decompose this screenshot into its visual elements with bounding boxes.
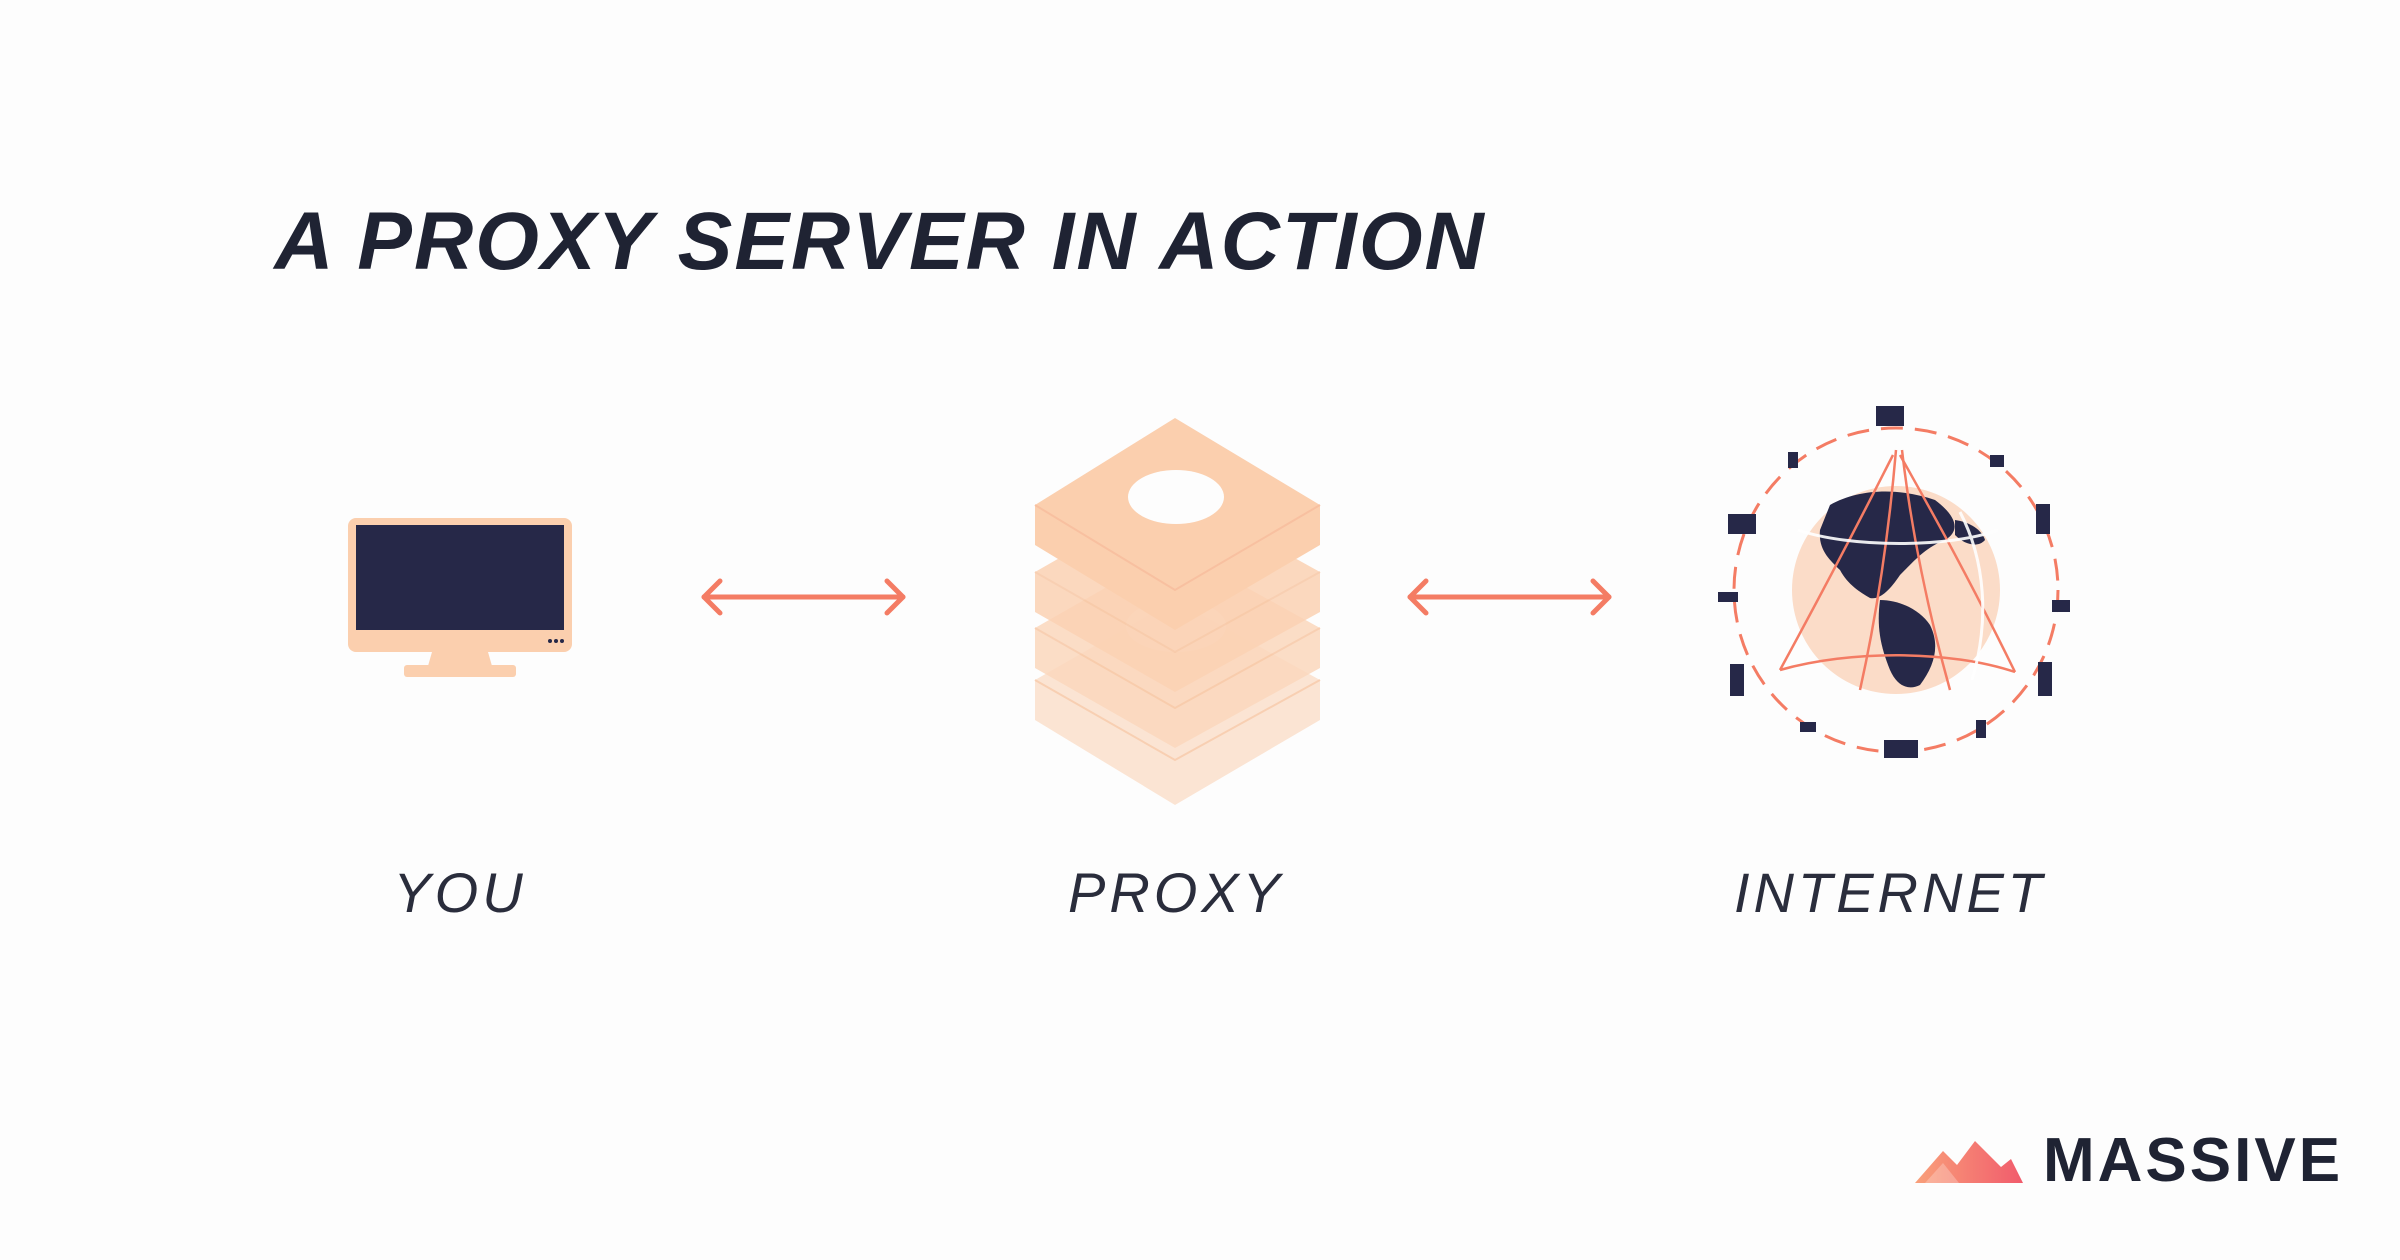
monitor-icon	[348, 518, 572, 677]
node-label-internet: INTERNET	[1734, 861, 2046, 924]
bidirectional-arrow-proxy-internet	[1407, 578, 1612, 616]
server-stack-icon	[1034, 418, 1321, 805]
brand-name: MASSIVE	[2043, 1126, 2344, 1195]
page-title: A PROXY SERVER IN ACTION	[274, 196, 1486, 287]
bidirectional-arrow-you-proxy	[701, 578, 906, 616]
mountain-logo-icon	[1915, 1140, 2023, 1183]
node-label-proxy: PROXY	[1067, 861, 1285, 924]
node-label-you: YOU	[393, 861, 527, 924]
brand-logo: MASSIVE	[1915, 1125, 2343, 1196]
globe-network-icon	[1718, 406, 2070, 758]
